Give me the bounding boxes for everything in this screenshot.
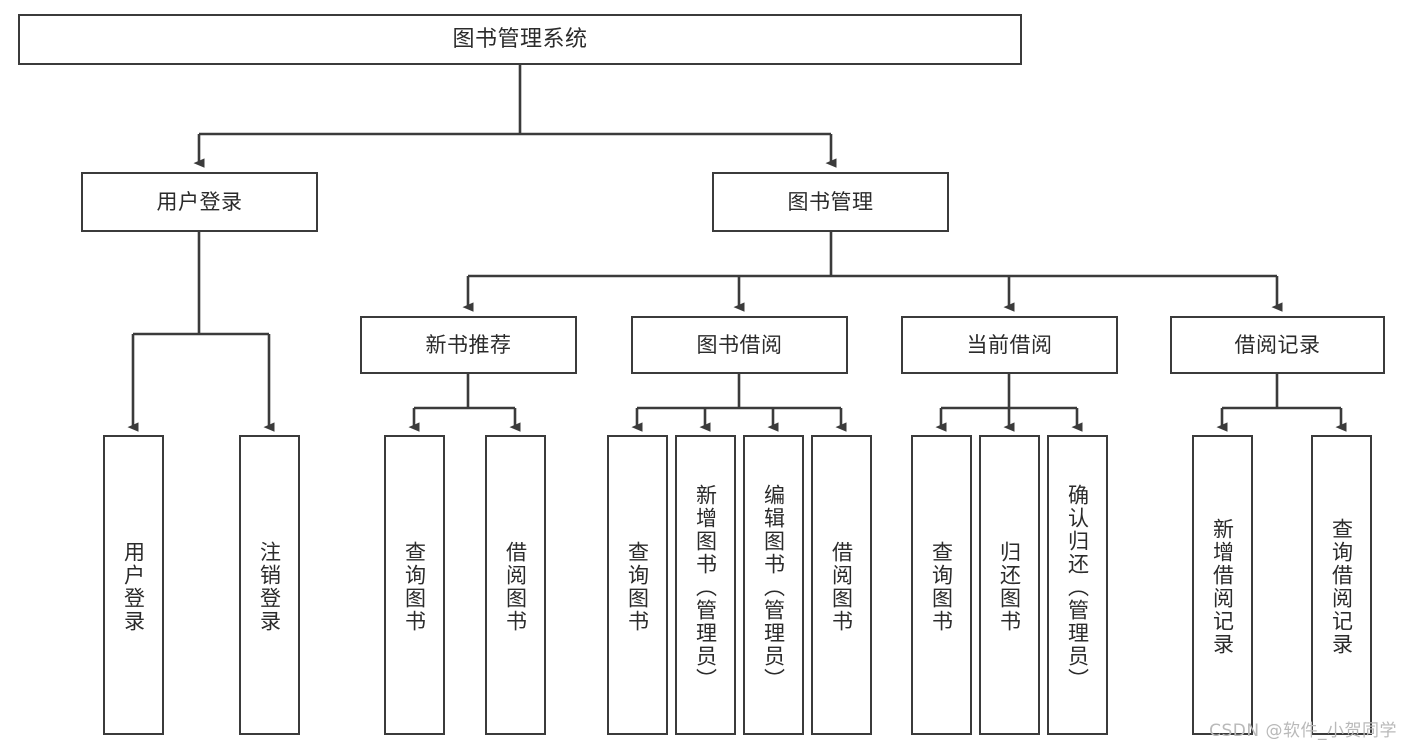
node-user-login[interactable]: 用户登录 (81, 172, 318, 232)
node-book-borrow[interactable]: 图书借阅 (631, 316, 848, 374)
node-leaf-query-book-current[interactable]: 查询图书 (911, 435, 972, 735)
node-label: 图书管理 (787, 189, 874, 214)
node-label: 借阅图书 (829, 541, 854, 633)
node-label: 图书管理系统 (452, 26, 588, 52)
node-leaf-return-book[interactable]: 归还图书 (979, 435, 1040, 735)
node-root-system[interactable]: 图书管理系统 (18, 14, 1022, 65)
node-leaf-borrow-book-recommend[interactable]: 借阅图书 (485, 435, 546, 735)
node-label: 归还图书 (997, 541, 1022, 633)
node-label: 确认归还（管理员） (1065, 483, 1090, 691)
node-label: 新书推荐 (425, 332, 512, 357)
node-label: 借阅记录 (1234, 332, 1321, 357)
node-label: 图书借阅 (696, 332, 783, 357)
node-label: 新增借阅记录 (1210, 518, 1235, 656)
node-label: 用户登录 (156, 189, 243, 214)
node-label: 查询图书 (929, 541, 954, 633)
node-leaf-user-login[interactable]: 用户登录 (103, 435, 164, 735)
node-leaf-confirm-return[interactable]: 确认归还（管理员） (1047, 435, 1108, 735)
node-label: 注销登录 (257, 541, 282, 633)
node-leaf-query-borrow-record[interactable]: 查询借阅记录 (1311, 435, 1372, 735)
node-leaf-logout-login[interactable]: 注销登录 (239, 435, 300, 735)
node-leaf-query-book-recommend[interactable]: 查询图书 (384, 435, 445, 735)
node-leaf-edit-book[interactable]: 编辑图书（管理员） (743, 435, 804, 735)
node-label: 当前借阅 (966, 332, 1053, 357)
node-current-borrow[interactable]: 当前借阅 (901, 316, 1118, 374)
node-label: 查询图书 (402, 541, 427, 633)
watermark-text: CSDN @软件_小贺同学 (1209, 721, 1397, 741)
node-new-book-recommend[interactable]: 新书推荐 (360, 316, 577, 374)
node-label: 借阅图书 (503, 541, 528, 633)
node-label: 编辑图书（管理员） (761, 483, 786, 691)
node-borrow-record[interactable]: 借阅记录 (1170, 316, 1385, 374)
node-label: 查询借阅记录 (1329, 518, 1354, 656)
node-leaf-add-borrow-record[interactable]: 新增借阅记录 (1192, 435, 1253, 735)
node-leaf-add-book[interactable]: 新增图书（管理员） (675, 435, 736, 735)
node-label: 新增图书（管理员） (693, 483, 718, 691)
node-book-management[interactable]: 图书管理 (712, 172, 949, 232)
node-leaf-query-book-borrow[interactable]: 查询图书 (607, 435, 668, 735)
node-label: 用户登录 (121, 541, 146, 633)
node-label: 查询图书 (625, 541, 650, 633)
node-leaf-borrow-book[interactable]: 借阅图书 (811, 435, 872, 735)
